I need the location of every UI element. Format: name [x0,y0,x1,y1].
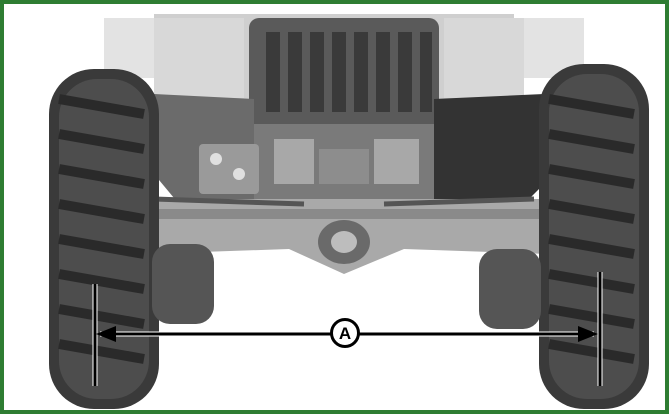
left-front-tire [49,69,214,409]
arrowhead-left [96,326,116,342]
right-front-tire [479,64,649,409]
tractor-front-axle-illustration [8,8,665,410]
arrowhead-right [578,326,598,342]
tractor-underframe [154,94,549,204]
front-axle [144,196,549,274]
tractor-hood [104,14,584,133]
callout-a-label: A [330,318,360,348]
